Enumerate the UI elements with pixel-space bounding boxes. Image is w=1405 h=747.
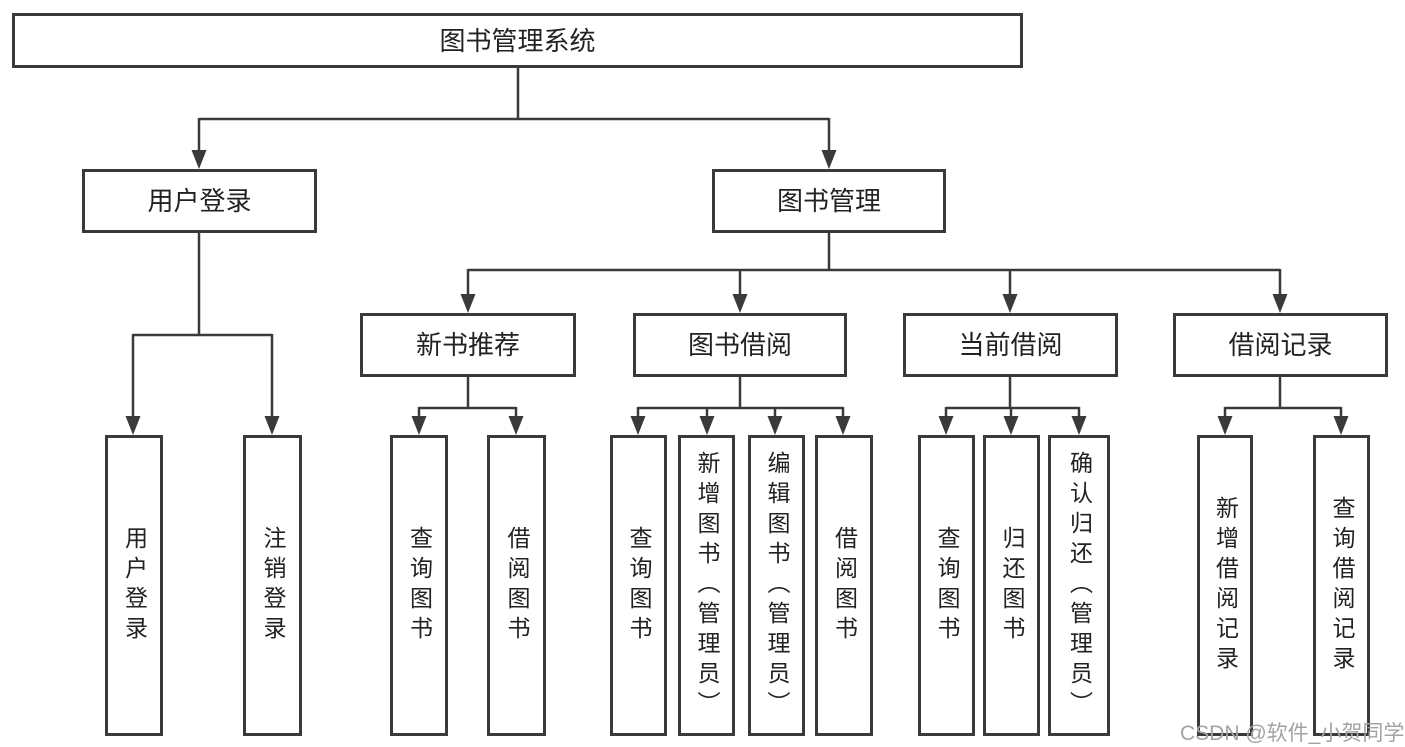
leaf-label: 查询图书 xyxy=(406,525,433,646)
leaf-label: 借阅图书 xyxy=(504,525,530,646)
csdn-watermark: CSDN @软件_小贺同学 xyxy=(1180,722,1405,745)
leaf-label: 借阅图书 xyxy=(831,525,858,646)
leaf-label: 用户登录 xyxy=(121,525,148,646)
leaf-confirm-return-admin: 确认归还（管理员） xyxy=(1048,435,1110,736)
leaf-logout: 注销登录 xyxy=(243,435,302,736)
node-new-book-recommend: 新书推荐 xyxy=(360,313,576,377)
node-user-login: 用户登录 xyxy=(82,169,317,233)
leaf-return-books: 归还图书 xyxy=(983,435,1040,736)
leaf-label: 查询借阅记录 xyxy=(1329,495,1355,676)
leaf-label: 查询图书 xyxy=(934,525,960,646)
leaf-label: 新增图书（管理员） xyxy=(694,450,720,721)
leaf-borrow-books-recommend: 借阅图书 xyxy=(487,435,546,736)
node-borrowing-records: 借阅记录 xyxy=(1173,313,1388,377)
leaf-query-books-recommend: 查询图书 xyxy=(390,435,448,736)
leaf-add-borrow-record: 新增借阅记录 xyxy=(1197,435,1253,736)
leaf-label: 确认归还（管理员） xyxy=(1066,450,1093,721)
node-current-borrowing: 当前借阅 xyxy=(903,313,1118,377)
leaf-label: 查询图书 xyxy=(626,525,652,646)
leaf-query-books-borrow: 查询图书 xyxy=(610,435,667,736)
leaf-label: 注销登录 xyxy=(260,525,286,646)
leaf-edit-books-admin: 编辑图书（管理员） xyxy=(748,435,805,736)
leaf-label: 编辑图书（管理员） xyxy=(764,450,790,721)
leaf-query-books-current: 查询图书 xyxy=(918,435,975,736)
leaf-label: 归还图书 xyxy=(999,525,1025,646)
leaf-label: 新增借阅记录 xyxy=(1212,495,1239,676)
leaf-query-borrow-record: 查询借阅记录 xyxy=(1313,435,1370,736)
leaf-user-login: 用户登录 xyxy=(105,435,163,736)
node-book-management: 图书管理 xyxy=(712,169,946,233)
node-library-system: 图书管理系统 xyxy=(12,13,1023,68)
node-book-borrowing: 图书借阅 xyxy=(633,313,847,377)
leaf-add-books-admin: 新增图书（管理员） xyxy=(678,435,735,736)
leaf-borrow-books: 借阅图书 xyxy=(815,435,873,736)
